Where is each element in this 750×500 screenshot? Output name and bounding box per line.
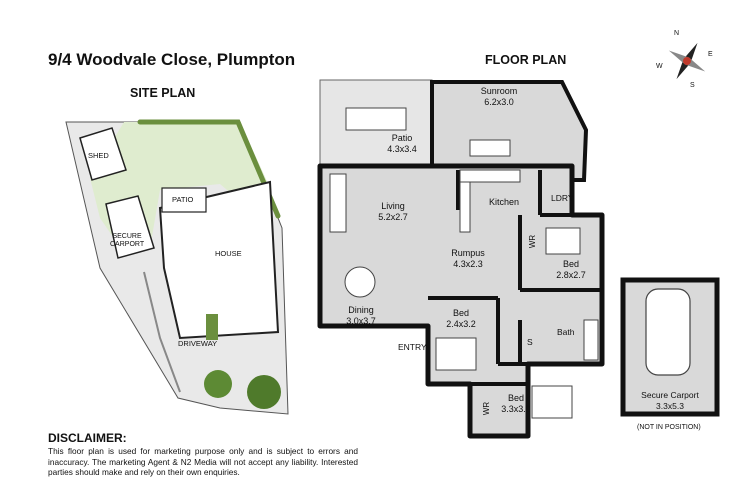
fp-dining-table bbox=[344, 266, 376, 298]
carport-drawing bbox=[620, 277, 720, 417]
site-tree bbox=[204, 370, 232, 398]
room-dims: 3.3x3.0 bbox=[501, 404, 531, 414]
fp-sunroom-couch bbox=[469, 139, 511, 157]
car-icon bbox=[645, 288, 691, 376]
room-name: Bed bbox=[562, 259, 579, 269]
room-name: Sunroom bbox=[480, 86, 518, 96]
site-carport-label-line2: CARPORT bbox=[110, 241, 145, 248]
room-dims: 5.2x2.7 bbox=[378, 212, 408, 222]
room-dims: 6.2x3.0 bbox=[484, 97, 514, 107]
room-label-bed2: Bed 2.4x3.2 bbox=[441, 308, 481, 330]
fp-interior-walls bbox=[428, 170, 602, 386]
compass-w: W bbox=[656, 63, 663, 70]
storage-label: S bbox=[527, 337, 533, 347]
fp-bed1-bed bbox=[545, 227, 581, 255]
wr-label-top: WR bbox=[528, 234, 538, 249]
entry-label: ENTRY bbox=[398, 342, 427, 352]
room-name: Bed bbox=[452, 308, 469, 318]
room-label-bed3: Bed 3.3x3.0 bbox=[496, 393, 536, 415]
room-dims: 2.8x2.7 bbox=[556, 270, 586, 280]
room-name: Living bbox=[381, 201, 405, 211]
room-dims: 3.3x5.3 bbox=[656, 400, 684, 411]
room-label-bed1: Bed 2.8x2.7 bbox=[551, 259, 591, 281]
room-dims: 2.4x3.2 bbox=[446, 319, 476, 329]
disclaimer-title: DISCLAIMER: bbox=[48, 431, 127, 445]
site-carport-label: SECURE CARPORT bbox=[110, 233, 144, 249]
room-label-kitchen: Kitchen bbox=[489, 197, 520, 207]
room-dims: 3.0x3.7 bbox=[346, 316, 376, 326]
site-patio-label: PATIO bbox=[172, 195, 194, 204]
room-label-sunroom: Sunroom 6.2x3.0 bbox=[469, 86, 529, 108]
not-in-position-note: (NOT IN POSITION) bbox=[637, 424, 701, 431]
site-shrub bbox=[206, 314, 218, 340]
wr-label-bottom: WR bbox=[482, 401, 492, 416]
room-name: Rumpus bbox=[451, 248, 485, 258]
property-address: 9/4 Woodvale Close, Plumpton bbox=[48, 50, 296, 69]
compass-s: S bbox=[690, 82, 695, 89]
floor-plan-drawing bbox=[317, 79, 605, 439]
site-plan-drawing bbox=[65, 119, 289, 415]
room-name: Patio bbox=[391, 133, 413, 143]
room-dims: 4.3x2.3 bbox=[453, 259, 483, 269]
compass-e: E bbox=[708, 51, 713, 58]
site-carport bbox=[105, 195, 155, 259]
room-name: Bed bbox=[507, 393, 524, 403]
room-label-bath: Bath bbox=[557, 327, 575, 337]
site-shed-label: SHED bbox=[88, 151, 109, 160]
room-label-dining: Dining 3.0x3.7 bbox=[341, 305, 381, 327]
site-house bbox=[158, 180, 280, 340]
fp-sofa bbox=[329, 173, 347, 233]
site-shed bbox=[79, 127, 127, 181]
room-label-rumpus: Rumpus 4.3x2.3 bbox=[443, 248, 493, 270]
fp-patio-table bbox=[345, 107, 407, 131]
compass-n: N bbox=[674, 30, 680, 37]
site-driveway-label: DRIVEWAY bbox=[178, 339, 218, 348]
disclaimer-text: This floor plan is used for marketing pu… bbox=[48, 446, 358, 478]
room-name: Secure Carport bbox=[641, 390, 699, 400]
room-name: Dining bbox=[348, 305, 374, 315]
site-driveway-curb bbox=[143, 271, 181, 393]
fp-bed3-bed bbox=[531, 385, 573, 419]
fp-bathtub bbox=[583, 319, 599, 361]
floor-plan-title: FLOOR PLAN bbox=[485, 53, 567, 67]
room-dims: 4.3x3.4 bbox=[387, 144, 417, 154]
fp-bed2-bed bbox=[435, 337, 477, 371]
site-plan-title: SITE PLAN bbox=[130, 86, 196, 100]
fp-kitchen-bench bbox=[459, 169, 521, 183]
room-label-laundry: LDRY bbox=[551, 193, 574, 203]
room-label-living: Living 5.2x2.7 bbox=[368, 201, 418, 223]
site-house-label: HOUSE bbox=[215, 249, 242, 258]
site-patio bbox=[161, 187, 207, 213]
room-label-patio: Patio 4.3x3.4 bbox=[382, 133, 422, 155]
compass-icon bbox=[668, 42, 706, 80]
room-label-carport: Secure Carport 3.3x5.3 bbox=[630, 390, 710, 411]
site-tree bbox=[247, 375, 281, 409]
fp-kitchen-counter bbox=[459, 181, 471, 233]
site-carport-label-line1: SECURE bbox=[112, 233, 142, 240]
